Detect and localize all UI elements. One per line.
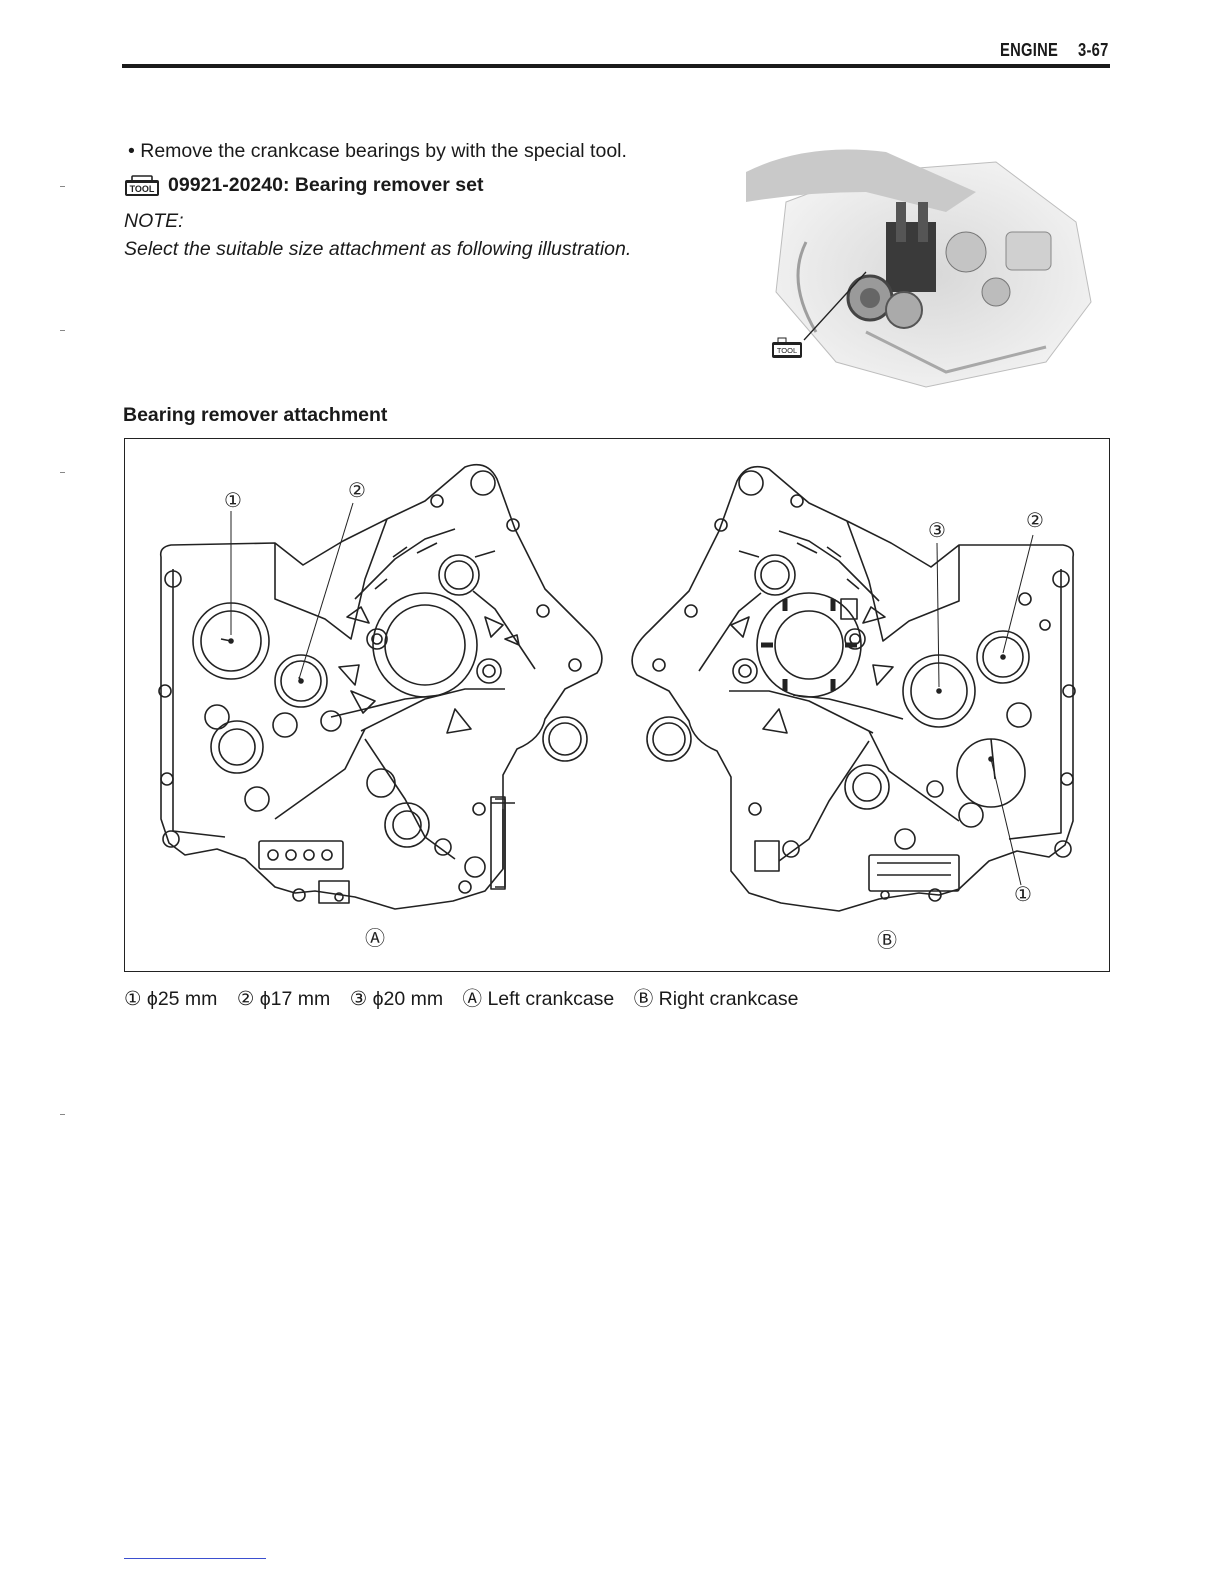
margin-mark	[60, 330, 65, 331]
note-text: Select the suitable size attachment as f…	[124, 238, 631, 261]
right-label-2: ②	[1026, 508, 1044, 532]
left-label-1: ①	[224, 488, 242, 512]
instruction-bullet: • Remove the crankcase bearings by with …	[128, 140, 627, 163]
crankcase-figure: ① ② Ⓐ ③ ② ① Ⓑ	[124, 438, 1110, 972]
tool-icon-label: TOOL	[130, 184, 155, 194]
margin-mark	[60, 186, 65, 187]
tool-icon: TOOL	[124, 175, 160, 197]
photo-tool-label: TOOL	[777, 346, 797, 355]
right-label-1: ①	[1014, 882, 1032, 906]
special-tool-text: 09921-20240: Bearing remover set	[168, 174, 483, 197]
left-label-2: ②	[348, 478, 366, 502]
caption-item: ② ϕ17 mm	[237, 988, 330, 1010]
running-header-section: ENGINE	[1000, 40, 1058, 61]
right-crankcase-drawing	[632, 467, 1075, 911]
footer-rule	[124, 1558, 266, 1559]
figure-caption: ① ϕ25 mm ② ϕ17 mm ③ ϕ20 mm Ⓐ Left crankc…	[124, 982, 812, 1011]
figure-title: Bearing remover attachment	[123, 404, 387, 427]
page-number: 3-67	[1078, 40, 1109, 61]
margin-mark	[60, 472, 65, 473]
left-crankcase-drawing	[159, 465, 602, 909]
bearing-removal-photo: TOOL	[746, 132, 1098, 390]
caption-item: Ⓑ Right crankcase	[634, 988, 799, 1010]
right-case-label: Ⓑ	[877, 928, 897, 952]
header-rule	[122, 64, 1110, 68]
caption-item: ① ϕ25 mm	[124, 988, 217, 1010]
special-tool-line: TOOL 09921-20240: Bearing remover set	[124, 174, 483, 197]
caption-item: ③ ϕ20 mm	[350, 988, 443, 1010]
note-heading: NOTE:	[124, 210, 184, 233]
left-case-label: Ⓐ	[365, 926, 385, 950]
caption-item: Ⓐ Left crankcase	[463, 988, 615, 1010]
right-label-3: ③	[928, 518, 946, 542]
margin-mark	[60, 1114, 65, 1115]
